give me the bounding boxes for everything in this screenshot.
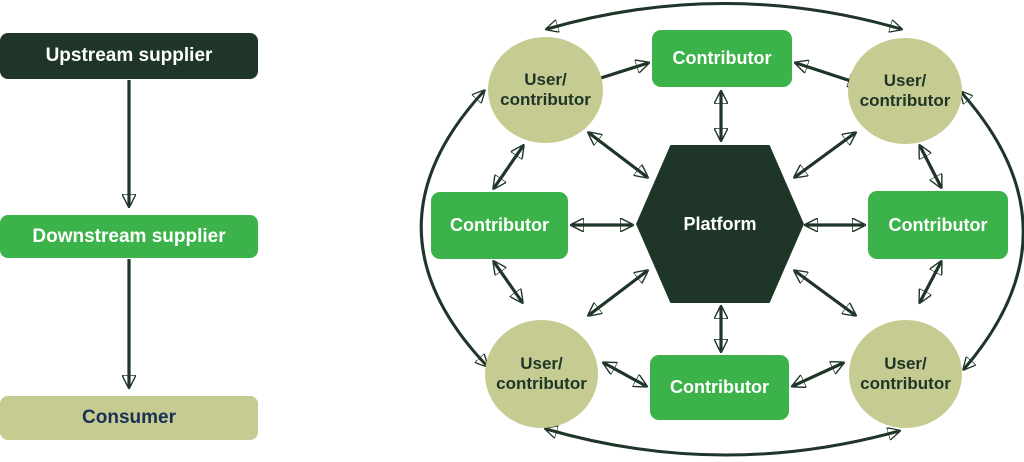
network-node-contributor-right: Contributor <box>868 191 1008 259</box>
network-node-user-contributor-top-left: User/ contributor <box>488 37 603 143</box>
flow-node-upstream-supplier: Upstream supplier <box>0 33 258 79</box>
arrow-userbl-contribleft <box>494 262 522 302</box>
arrow-usertr-platform <box>795 133 855 177</box>
arc-right-usertr-userbr <box>961 92 1024 369</box>
network-node-contributor-left: Contributor <box>431 192 568 259</box>
arrow-userbl-platform <box>589 271 647 315</box>
network-node-user-contributor-bottom-right: User/ contributor <box>849 320 962 428</box>
network-node-user-contributor-top-right: User/ contributor <box>848 38 962 144</box>
network-node-contributor-bottom: Contributor <box>650 355 789 420</box>
flow-node-downstream-supplier: Downstream supplier <box>0 215 258 258</box>
arrow-contribbottom-userbr <box>793 363 843 386</box>
arrow-usertl-contribleft <box>494 146 523 188</box>
network-arrows <box>494 63 941 386</box>
network-node-contributor-top: Contributor <box>652 30 792 87</box>
arc-top-usertl-usertr <box>547 2 901 30</box>
outer-arcs <box>419 2 1024 457</box>
arrow-userbl-contribbottom <box>604 363 646 386</box>
arrow-usertl-platform <box>589 133 647 177</box>
flow-node-consumer: Consumer <box>0 396 258 440</box>
arrow-usertr-contribright <box>920 146 941 187</box>
arc-left-usertl-userbl <box>419 91 487 366</box>
arrow-userbr-contribright <box>920 262 941 302</box>
network-node-user-contributor-bottom-left: User/ contributor <box>485 320 598 428</box>
arrow-userbr-platform <box>795 271 855 315</box>
network-node-platform-hexagon: Platform <box>636 145 804 303</box>
arc-bottom-userbl-userbr <box>546 429 899 457</box>
